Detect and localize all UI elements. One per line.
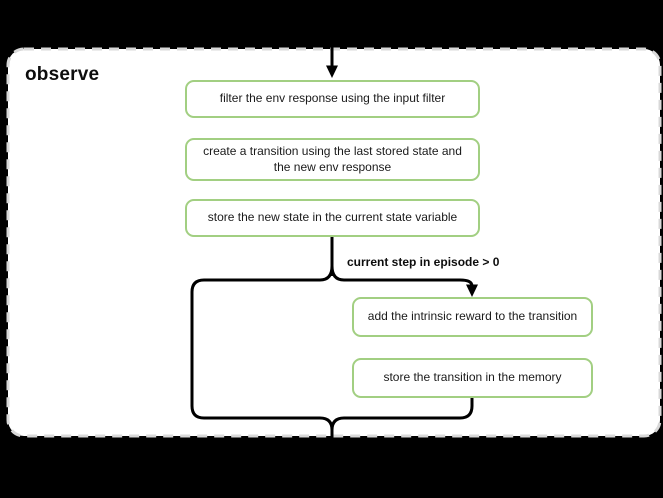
edge-merge-exit: [330, 398, 474, 464]
edge-else-branch: [190, 265, 334, 464]
flow-node-store-new-state: store the new state in the current state…: [185, 199, 480, 237]
flow-node-create-transition: create a transition using the last store…: [185, 138, 480, 181]
edge-condition-branch: [330, 265, 474, 287]
diagram-title: observe: [25, 64, 100, 85]
panel-background: [6, 47, 662, 438]
flow-node-filter-env-response: filter the env response using the input …: [185, 80, 480, 118]
branch-condition-label: current step in episode > 0: [347, 255, 500, 269]
flow-node-add-intrinsic-reward: add the intrinsic reward to the transiti…: [352, 297, 593, 337]
arrow-down-icon: [466, 284, 478, 297]
arrow-down-icon: [326, 65, 338, 78]
flow-node-store-transition-memory: store the transition in the memory: [352, 358, 593, 398]
